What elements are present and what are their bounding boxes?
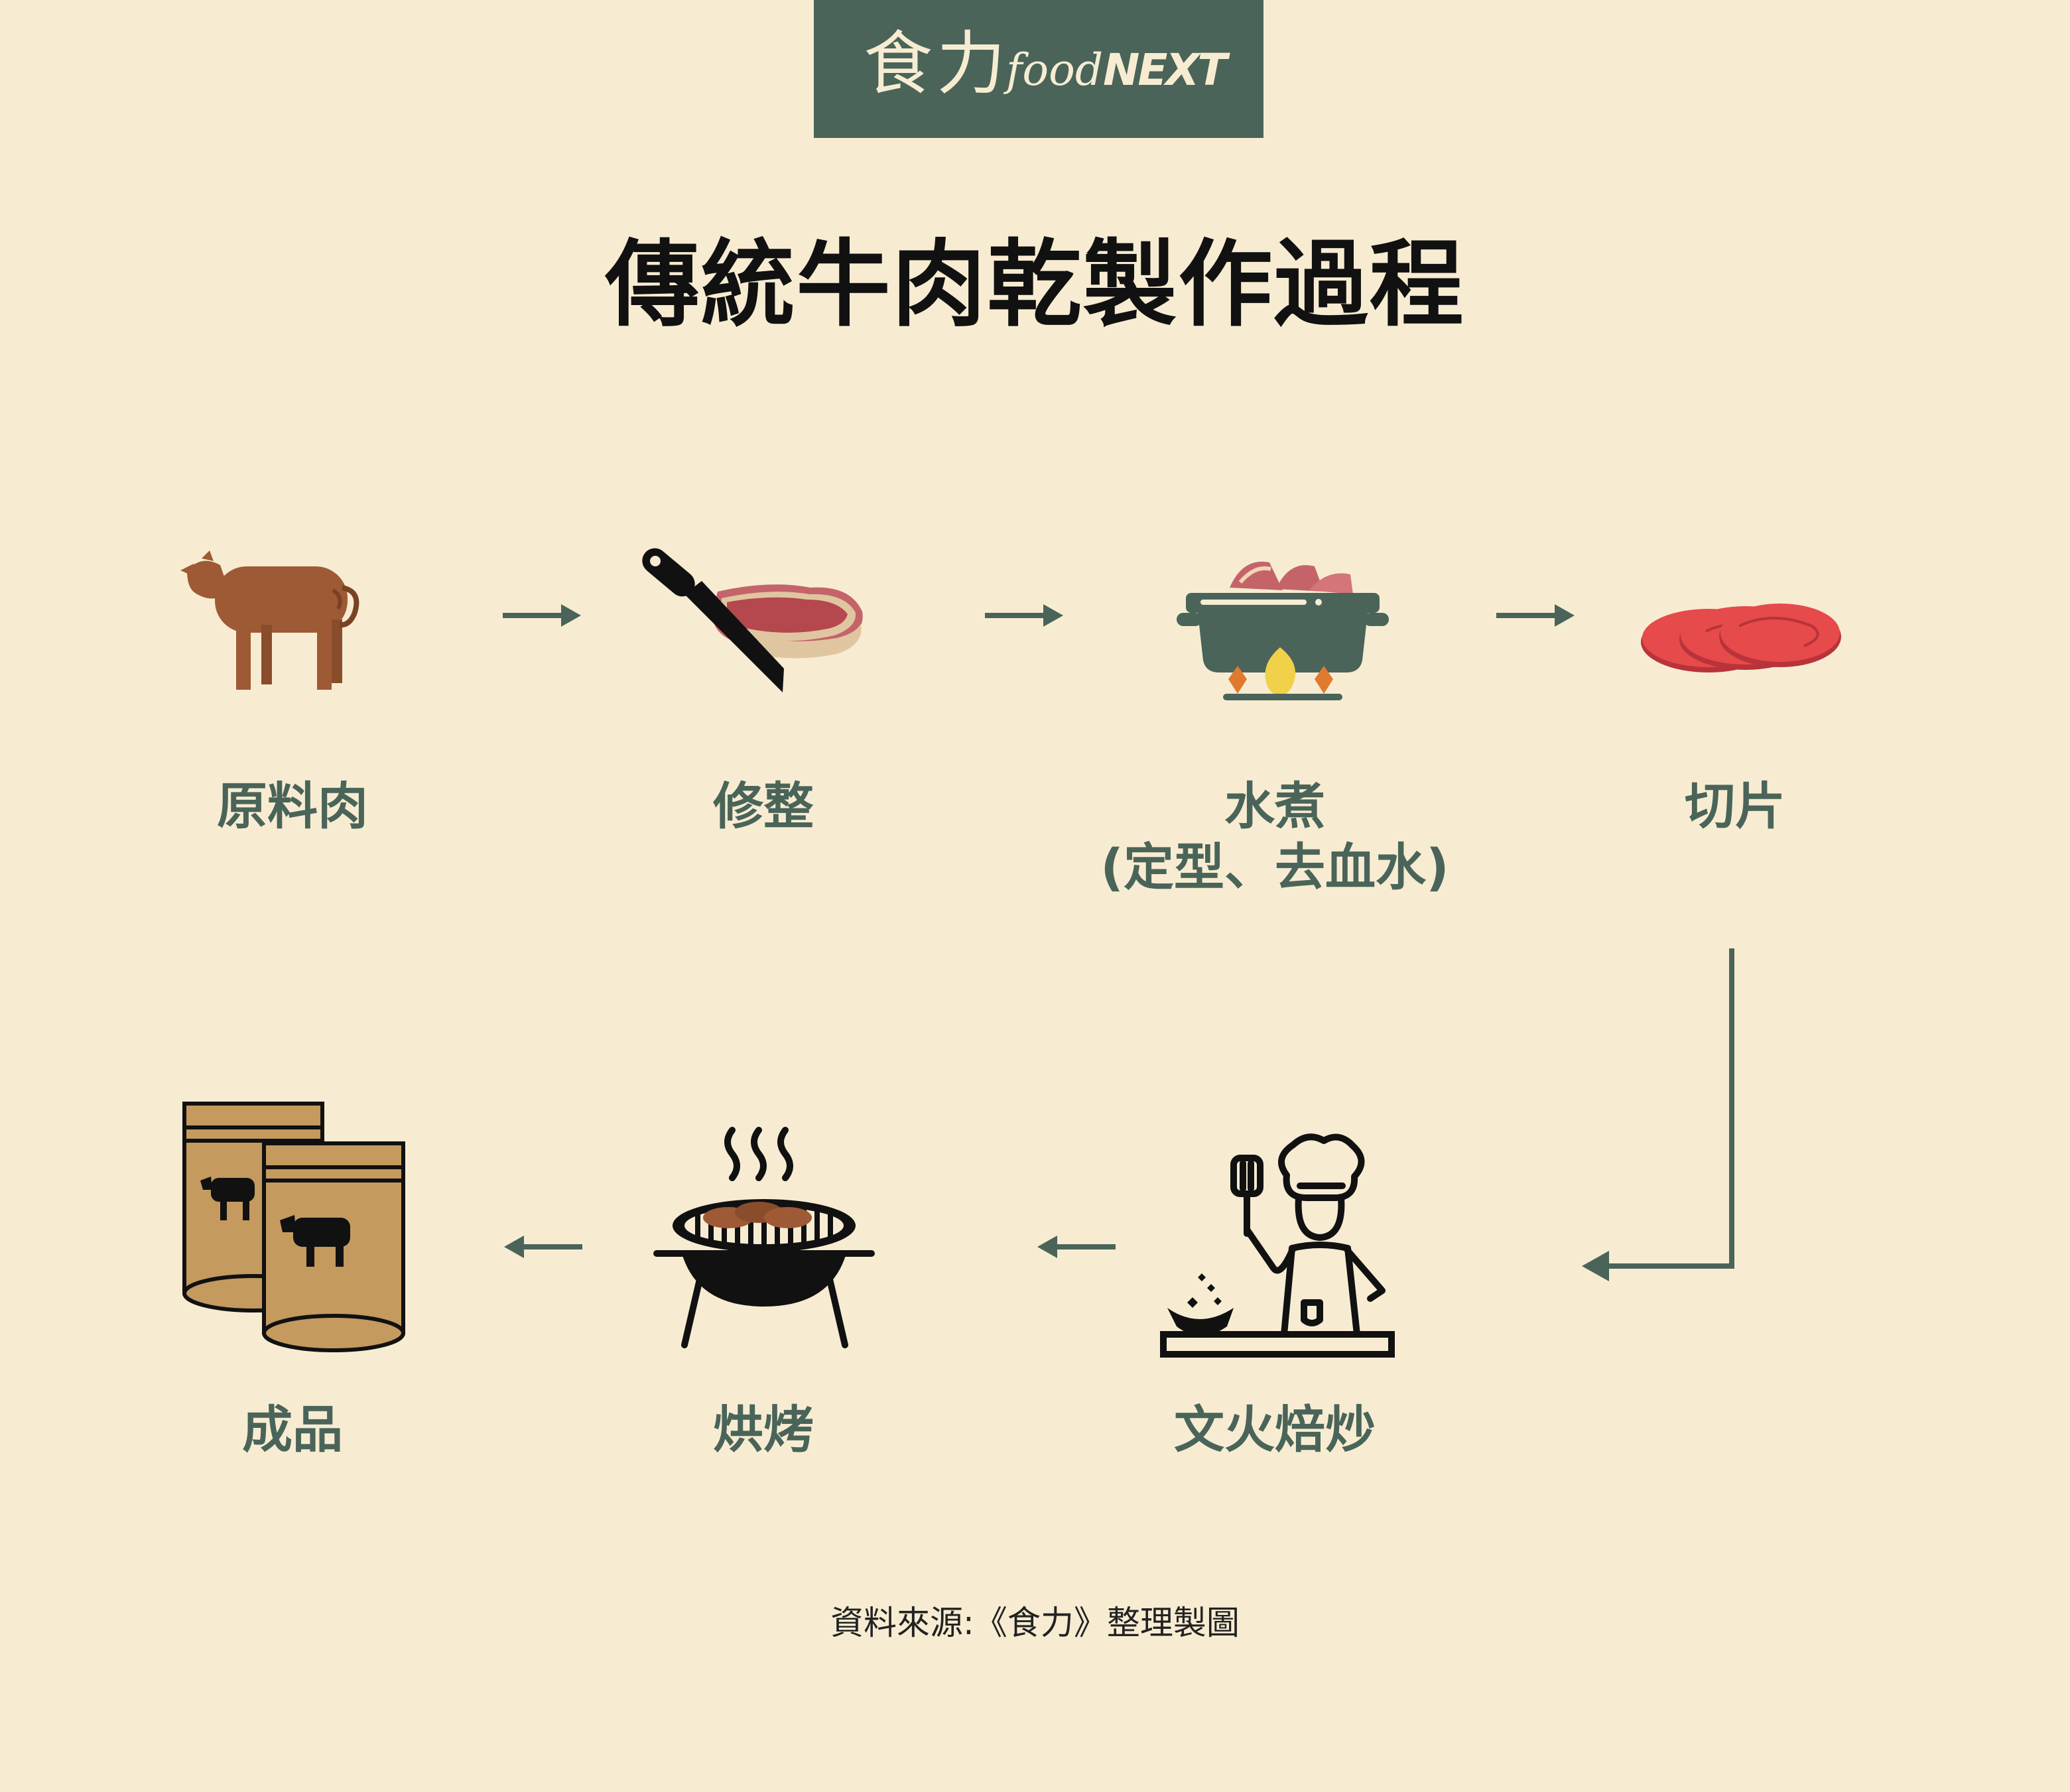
meat-slices-icon bbox=[1641, 604, 1841, 672]
page-title: 傳統牛肉乾製作過程 bbox=[605, 230, 1465, 340]
arrow-step5-to-step6 bbox=[1037, 1236, 1116, 1258]
brand-name-en-food: food bbox=[1006, 44, 1104, 96]
arrow-step6-to-step7 bbox=[504, 1236, 582, 1258]
grill-icon bbox=[653, 1127, 875, 1348]
arrow-step3-to-step4 bbox=[1496, 604, 1575, 627]
step-label-raw-meat: 原料肉 bbox=[217, 777, 368, 836]
jerky-bags-icon bbox=[182, 1102, 405, 1352]
brand-name-en-next: NEXT bbox=[1103, 44, 1227, 96]
step-label-boiling-note: (定型、去血水) bbox=[1100, 838, 1449, 897]
chef-stir-fry-icon bbox=[1160, 1133, 1395, 1358]
step-label-roasting: 烘烤 bbox=[713, 1400, 814, 1459]
arrow-step1-to-step2 bbox=[503, 604, 581, 627]
cow-icon bbox=[180, 550, 359, 690]
arrow-step4-to-step5 bbox=[1582, 948, 1734, 1281]
source-note: 資料來源:《食力》整理製圖 bbox=[830, 1604, 1240, 1642]
step-label-boiling: 水煮 bbox=[1224, 777, 1325, 836]
step-label-trimming: 修整 bbox=[713, 777, 814, 836]
brand-name-cn: 食力 bbox=[864, 23, 1010, 104]
brand-name-en: foodNEXT bbox=[1006, 44, 1227, 97]
boiling-pot-icon bbox=[1177, 561, 1389, 700]
knife-meat-icon bbox=[642, 548, 863, 692]
step-label-product: 成品 bbox=[242, 1400, 343, 1459]
arrow-step2-to-step3 bbox=[985, 604, 1063, 627]
step-label-stir-frying: 文火焙炒 bbox=[1174, 1400, 1376, 1459]
brand-logo: 食力 foodNEXT bbox=[814, 0, 1263, 138]
step-label-slicing: 切片 bbox=[1685, 777, 1785, 836]
